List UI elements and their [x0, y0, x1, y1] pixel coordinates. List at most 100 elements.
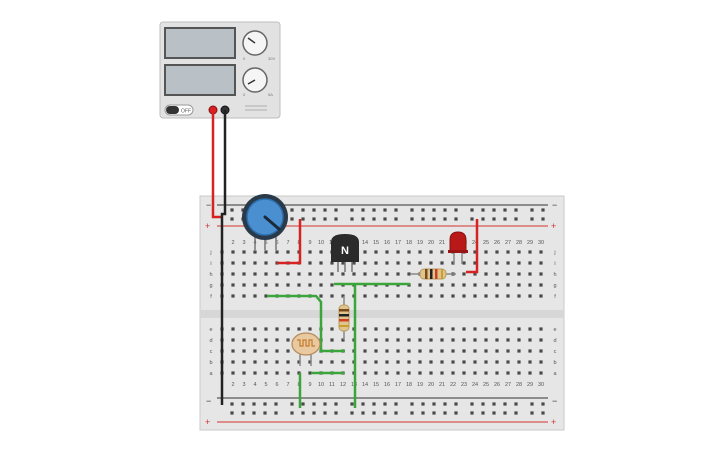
red-wire-led-rail[interactable]	[466, 219, 479, 274]
terminal-hole[interactable]	[528, 360, 532, 364]
bottom-rail-minus-hole[interactable]	[421, 402, 425, 406]
terminal-hole[interactable]	[473, 294, 477, 298]
terminal-hole[interactable]	[264, 283, 268, 287]
green-wire-pot-to-ldr[interactable]	[267, 294, 345, 353]
terminal-hole[interactable]	[528, 294, 532, 298]
terminal-hole[interactable]	[319, 283, 323, 287]
terminal-hole[interactable]	[275, 360, 279, 364]
terminal-hole[interactable]	[517, 294, 521, 298]
top-rail-minus-hole[interactable]	[323, 208, 327, 212]
terminal-hole[interactable]	[330, 272, 334, 276]
terminal-hole[interactable]	[297, 272, 301, 276]
terminal-hole[interactable]	[363, 360, 367, 364]
bottom-rail-minus-hole[interactable]	[432, 402, 436, 406]
terminal-hole[interactable]	[374, 360, 378, 364]
bottom-rail-plus-hole[interactable]	[492, 411, 496, 415]
top-rail-plus-hole[interactable]	[530, 217, 534, 221]
terminal-hole[interactable]	[264, 272, 268, 276]
terminal-hole[interactable]	[275, 283, 279, 287]
terminal-hole[interactable]	[374, 261, 378, 265]
top-rail-plus-hole[interactable]	[503, 217, 507, 221]
top-rail-minus-hole[interactable]	[481, 208, 485, 212]
terminal-hole[interactable]	[308, 272, 312, 276]
terminal-hole[interactable]	[286, 349, 290, 353]
terminal-hole[interactable]	[363, 371, 367, 375]
terminal-hole[interactable]	[407, 338, 411, 342]
terminal-hole[interactable]	[506, 349, 510, 353]
terminal-hole[interactable]	[506, 261, 510, 265]
terminal-hole[interactable]	[418, 250, 422, 254]
top-rail-plus-hole[interactable]	[372, 217, 376, 221]
top-rail-plus-hole[interactable]	[470, 217, 474, 221]
terminal-hole[interactable]	[407, 261, 411, 265]
terminal-hole[interactable]	[308, 283, 312, 287]
terminal-hole[interactable]	[242, 327, 246, 331]
terminal-hole[interactable]	[275, 250, 279, 254]
terminal-hole[interactable]	[352, 272, 356, 276]
bottom-rail-minus-hole[interactable]	[274, 402, 278, 406]
terminal-hole[interactable]	[363, 261, 367, 265]
terminal-hole[interactable]	[330, 338, 334, 342]
terminal-hole[interactable]	[462, 327, 466, 331]
bottom-rail-minus-hole[interactable]	[290, 402, 294, 406]
terminal-hole[interactable]	[462, 349, 466, 353]
terminal-hole[interactable]	[264, 327, 268, 331]
terminal-hole[interactable]	[319, 294, 323, 298]
top-rail-plus-hole[interactable]	[443, 217, 447, 221]
terminal-hole[interactable]	[374, 338, 378, 342]
bottom-rail-plus-hole[interactable]	[301, 411, 305, 415]
terminal-hole[interactable]	[517, 261, 521, 265]
terminal-hole[interactable]	[517, 349, 521, 353]
bottom-rail-plus-hole[interactable]	[432, 411, 436, 415]
terminal-hole[interactable]	[451, 327, 455, 331]
terminal-hole[interactable]	[352, 261, 356, 265]
terminal-hole[interactable]	[451, 261, 455, 265]
terminal-hole[interactable]	[506, 294, 510, 298]
terminal-hole[interactable]	[286, 371, 290, 375]
terminal-hole[interactable]	[330, 283, 334, 287]
terminal-hole[interactable]	[396, 349, 400, 353]
terminal-hole[interactable]	[506, 371, 510, 375]
bottom-rail-plus-hole[interactable]	[410, 411, 414, 415]
terminal-hole[interactable]	[396, 371, 400, 375]
terminal-hole[interactable]	[440, 371, 444, 375]
terminal-hole[interactable]	[385, 327, 389, 331]
top-rail-minus-hole[interactable]	[470, 208, 474, 212]
terminal-hole[interactable]	[429, 360, 433, 364]
terminal-hole[interactable]	[484, 338, 488, 342]
terminal-hole[interactable]	[319, 360, 323, 364]
terminal-hole[interactable]	[440, 261, 444, 265]
terminal-hole[interactable]	[484, 327, 488, 331]
terminal-hole[interactable]	[539, 327, 543, 331]
terminal-hole[interactable]	[539, 272, 543, 276]
terminal-hole[interactable]	[242, 272, 246, 276]
resistor-vertical[interactable]	[338, 296, 350, 340]
terminal-hole[interactable]	[275, 349, 279, 353]
terminal-hole[interactable]	[528, 250, 532, 254]
terminal-hole[interactable]	[253, 261, 257, 265]
bottom-rail-plus-hole[interactable]	[274, 411, 278, 415]
terminal-hole[interactable]	[440, 349, 444, 353]
terminal-hole[interactable]	[451, 283, 455, 287]
terminal-hole[interactable]	[506, 360, 510, 364]
terminal-hole[interactable]	[286, 283, 290, 287]
terminal-hole[interactable]	[484, 283, 488, 287]
terminal-hole[interactable]	[374, 250, 378, 254]
terminal-hole[interactable]	[308, 327, 312, 331]
top-rail-plus-hole[interactable]	[481, 217, 485, 221]
top-rail-minus-hole[interactable]	[383, 208, 387, 212]
terminal-hole[interactable]	[462, 371, 466, 375]
terminal-hole[interactable]	[495, 349, 499, 353]
terminal-hole[interactable]	[484, 272, 488, 276]
terminal-hole[interactable]	[297, 283, 301, 287]
terminal-hole[interactable]	[429, 294, 433, 298]
bottom-rail-plus-hole[interactable]	[312, 411, 316, 415]
terminal-hole[interactable]	[429, 349, 433, 353]
terminal-hole[interactable]	[297, 327, 301, 331]
terminal-hole[interactable]	[242, 261, 246, 265]
bottom-rail-minus-hole[interactable]	[514, 402, 518, 406]
terminal-hole[interactable]	[253, 360, 257, 364]
terminal-hole[interactable]	[319, 261, 323, 265]
top-rail-minus-hole[interactable]	[290, 208, 294, 212]
terminal-hole[interactable]	[484, 349, 488, 353]
